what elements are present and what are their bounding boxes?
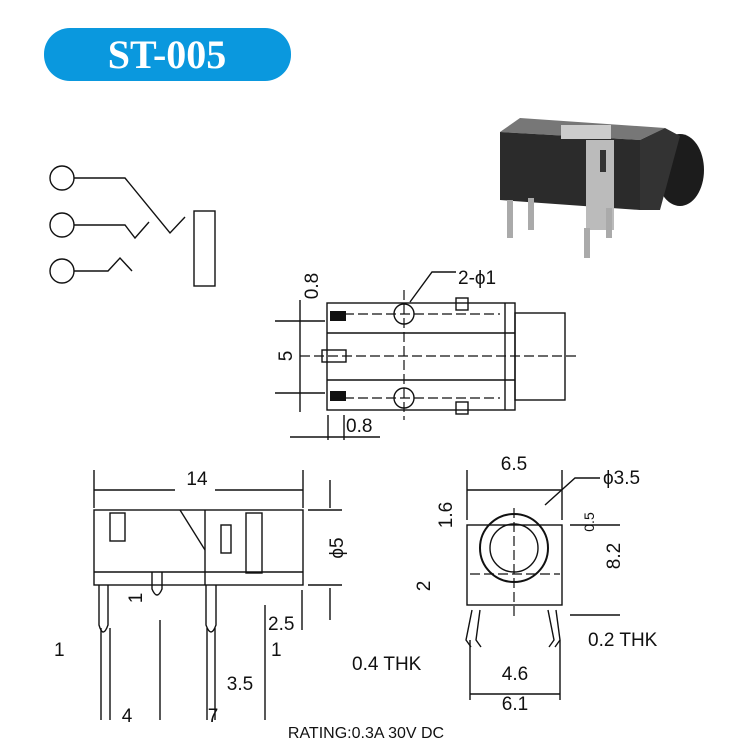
schematic-symbol bbox=[49, 165, 216, 287]
thk-b: 0.2 THK bbox=[588, 630, 658, 651]
dim-pin-spacing-b: 4 bbox=[122, 706, 133, 727]
dim-bottom: 0.8 bbox=[346, 416, 372, 437]
front-view: 6.5 ϕ3.5 1.6 0.5 8.2 2 0.4 THK 0.2 THK 4… bbox=[352, 454, 658, 715]
dim-c: 2 bbox=[414, 581, 435, 592]
dim-pin-width-left: 1 bbox=[54, 640, 65, 661]
dim-pin-spacing-a: 3.5 bbox=[227, 674, 253, 695]
part-number: ST-005 bbox=[108, 32, 227, 77]
dim-top: 0.8 bbox=[302, 273, 323, 299]
side-view: 14 ϕ5 1 2.5 1 1 3.5 4 7 bbox=[54, 469, 348, 727]
dim-height: 5 bbox=[276, 351, 297, 362]
dim-pin-span-inner: 4.6 bbox=[502, 664, 528, 685]
dim-pin-span-outer: 6.1 bbox=[502, 694, 528, 715]
dim-front-width: 6.5 bbox=[501, 454, 527, 475]
dim-bore: ϕ3.5 bbox=[603, 468, 640, 489]
component-photo bbox=[500, 118, 704, 258]
dim-b: 0.5 bbox=[581, 512, 597, 532]
dim-a: 1.6 bbox=[436, 502, 457, 528]
dim-pin-spacing-c: 7 bbox=[208, 706, 219, 727]
rating-text: RATING:0.3A 30V DC bbox=[288, 725, 444, 742]
dim-pin-offset: 1 bbox=[126, 593, 147, 604]
thk-a: 0.4 THK bbox=[352, 654, 422, 675]
top-view: 2-ϕ1 0.8 5 0.8 bbox=[275, 268, 580, 440]
dim-diameter: ϕ5 bbox=[327, 537, 348, 558]
title-badge: ST-005 bbox=[44, 28, 291, 81]
dim-width: 14 bbox=[186, 469, 208, 490]
hole-label: 2-ϕ1 bbox=[458, 268, 496, 289]
dim-pin-width-right: 1 bbox=[271, 640, 282, 661]
dim-pin-length: 2.5 bbox=[268, 614, 294, 635]
dim-front-height: 8.2 bbox=[604, 543, 625, 569]
